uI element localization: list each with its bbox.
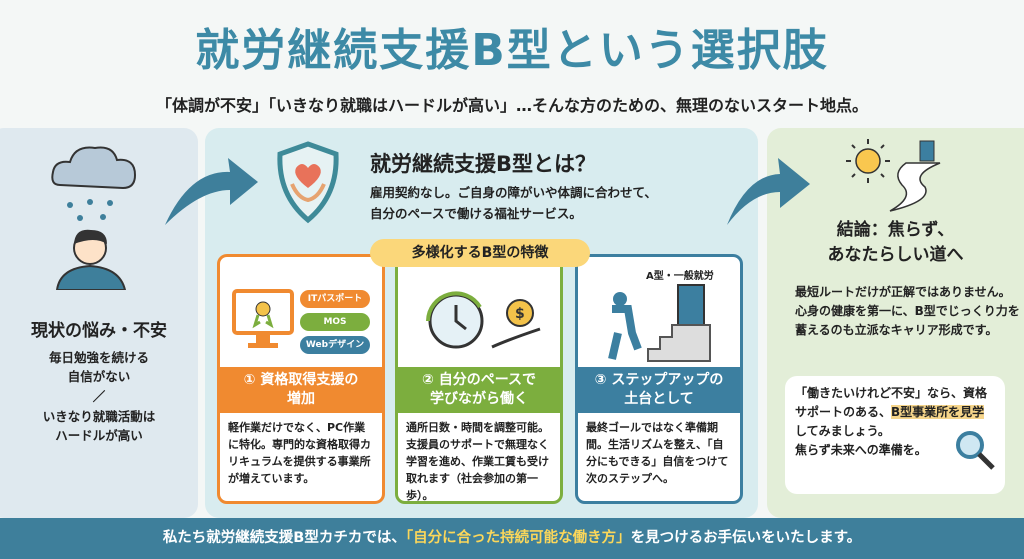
- desc-line-1: 雇用契約なし。ご自身の障がいや体調に合わせて、: [370, 185, 657, 200]
- shield-heart-icon: [277, 141, 339, 224]
- magnifier-icon: [956, 431, 995, 470]
- card-title-line-1: ② 自分のペースで: [421, 372, 537, 388]
- stairs-door-icon: [608, 284, 711, 362]
- card-title: ② 自分のペースで学びながら働く: [398, 367, 560, 413]
- banner-text-2: を見つけるお手伝いをいたします。: [630, 530, 862, 546]
- tag-mos: MOS: [300, 313, 370, 331]
- conclusion-line-1: 結論：焦らず、: [836, 220, 955, 240]
- arrow-right-icon: [165, 158, 258, 225]
- tag-it-passport: ITパスポート: [300, 290, 370, 308]
- note-highlight: B型事業所を見学: [891, 405, 985, 419]
- card-body: 通所日数・時間を調整可能。支援員のサポートで無理なく学習を進め、作業工賃も受け取…: [406, 421, 549, 502]
- b-type-description: 雇用契約なし。ご自身の障がいや体調に合わせて、自分のペースで働ける福祉サービス。: [370, 182, 740, 224]
- worry-1-line-1: 毎日勉強を続ける: [48, 350, 149, 365]
- current-worries-panel: 現状の悩み・不安 毎日勉強を続ける 自信がない ／ いきなり就職活動は ハードル…: [0, 128, 198, 518]
- card-title: ③ ステップアップの土台として: [578, 367, 740, 413]
- b-type-title: 就労継続支援B型とは？: [370, 152, 597, 176]
- banner-text: 私たち就労継続支援B型カチカでは、: [162, 530, 406, 546]
- clock-money-icon: $: [426, 291, 541, 349]
- feature-card-certification: ITパスポート MOS Webデザイン ① 資格取得支援の増加 軽作業だけでなく…: [217, 254, 385, 504]
- worries-heading: 現状の悩み・不安: [31, 321, 167, 341]
- tag-web-design: Webデザイン: [300, 336, 370, 354]
- bottom-banner: 私たち就労継続支援B型カチカでは、「自分に合った持続可能な働き方」を見つけるお手…: [0, 518, 1024, 559]
- card-body: 軽作業だけでなく、PC作業に特化。専門的な資格取得カリキュラムを提供する事業所が…: [228, 421, 371, 485]
- banner-highlight: 「自分に合った持続可能な働き方」: [405, 530, 631, 546]
- conclusion-line-2: あなたらしい道へ: [827, 245, 964, 265]
- subtitle: 「体調が不安」「いきなり就職はハードルが高い」…そんな方のための、無理のないスタ…: [155, 96, 868, 115]
- visit-suggestion-note: 「働きたいけれど不安」なら、資格サポートのある、B型事業所を見学してみましょう。…: [785, 376, 1005, 494]
- feature-card-own-pace: $ ② 自分のペースで学びながら働く 通所日数・時間を調整可能。支援員のサポート…: [395, 254, 563, 504]
- monitor-award-icon: [232, 289, 294, 348]
- feature-card-step-up: A型・一般就労 ③ ステップアップの土台として 最終ゴールではなく準備期間。生活…: [575, 254, 743, 504]
- conclusion-text: 最短ルートだけが正解ではありません。心身の健康を第一に、B型でじっくり力を蓄える…: [795, 285, 1020, 337]
- card-title-line-2: 学びながら働く: [430, 391, 528, 407]
- note-last: 焦らず未来への準備を。: [795, 443, 927, 457]
- conclusion-heading: 結論：焦らず、あなたらしい道へ: [767, 218, 1024, 268]
- card-title-line-2: 増加: [287, 391, 315, 407]
- note-text-2: してみましょう。: [795, 424, 890, 438]
- desc-line-2: 自分のペースで働ける福祉サービス。: [370, 206, 582, 221]
- features-label: 多様化するB型の特徴: [370, 239, 590, 267]
- worry-1-line-2: 自信がない: [67, 369, 131, 384]
- note-text: 「働きたいけれど不安」なら、資格サポートのある、: [795, 386, 988, 419]
- card-title-line-1: ① 資格取得支援の: [243, 372, 359, 388]
- page-title: 就労継続支援B型という選択肢: [195, 25, 829, 76]
- worry-2-line-1: いきなり就職活動は: [42, 409, 156, 424]
- arrow-right-icon: [727, 158, 810, 225]
- sun-road-door-icon: [846, 139, 941, 212]
- svg-text:$: $: [515, 306, 525, 322]
- card-title: ① 資格取得支援の増加: [220, 367, 382, 413]
- card-title-line-2: 土台として: [624, 391, 694, 407]
- worried-person-icon: [51, 146, 137, 290]
- card-title-line-1: ③ ステップアップの: [594, 372, 724, 388]
- card-body: 最終ゴールではなく準備期間。生活リズムを整え、「自分にもできる」自信をつけて次の…: [586, 421, 729, 485]
- worry-separator: ／: [92, 389, 106, 404]
- worry-2-line-2: ハードルが高い: [55, 428, 143, 443]
- door-label: A型・一般就労: [646, 271, 714, 282]
